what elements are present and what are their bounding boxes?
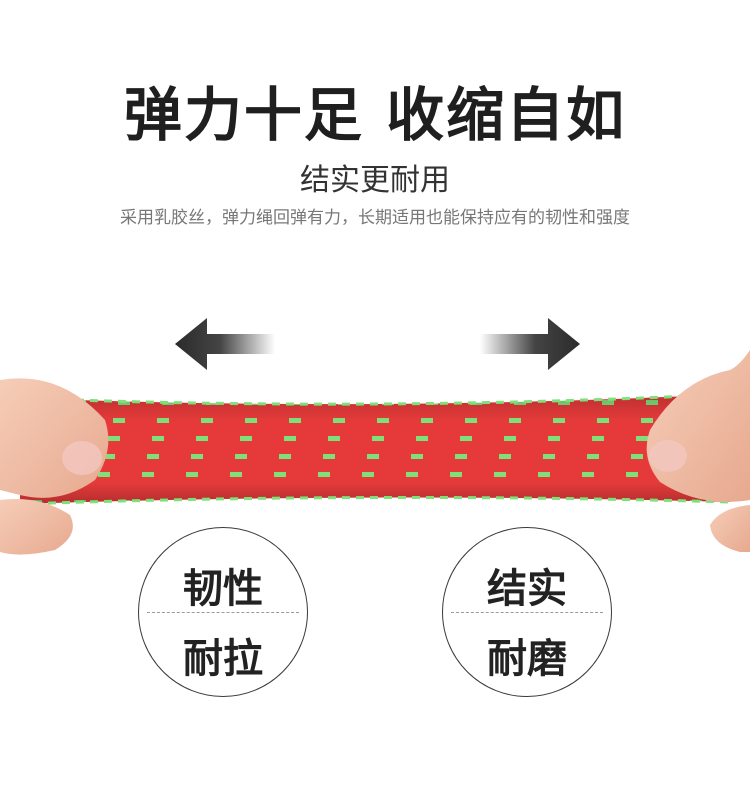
badge-top-label: 结实 xyxy=(487,566,567,612)
feature-badge-toughness: 韧性 耐拉 xyxy=(138,527,308,697)
arrow-left-icon xyxy=(175,318,275,370)
badge-bottom-label: 耐磨 xyxy=(487,636,567,682)
elastic-strap-photo xyxy=(0,350,750,555)
badge-bottom-label: 耐拉 xyxy=(183,636,263,682)
feature-badge-durability: 结实 耐磨 xyxy=(442,527,612,697)
badge-divider xyxy=(147,612,299,613)
arrow-right-icon xyxy=(480,318,580,370)
subhead: 结实更耐用 xyxy=(300,163,450,198)
product-description: 采用乳胶丝，弹力绳回弹有力，长期适用也能保持应有的韧性和强度 xyxy=(120,208,630,228)
headline: 弹力十足 收缩自如 xyxy=(123,81,627,149)
badge-divider xyxy=(451,612,603,613)
badge-top-label: 韧性 xyxy=(183,566,263,612)
